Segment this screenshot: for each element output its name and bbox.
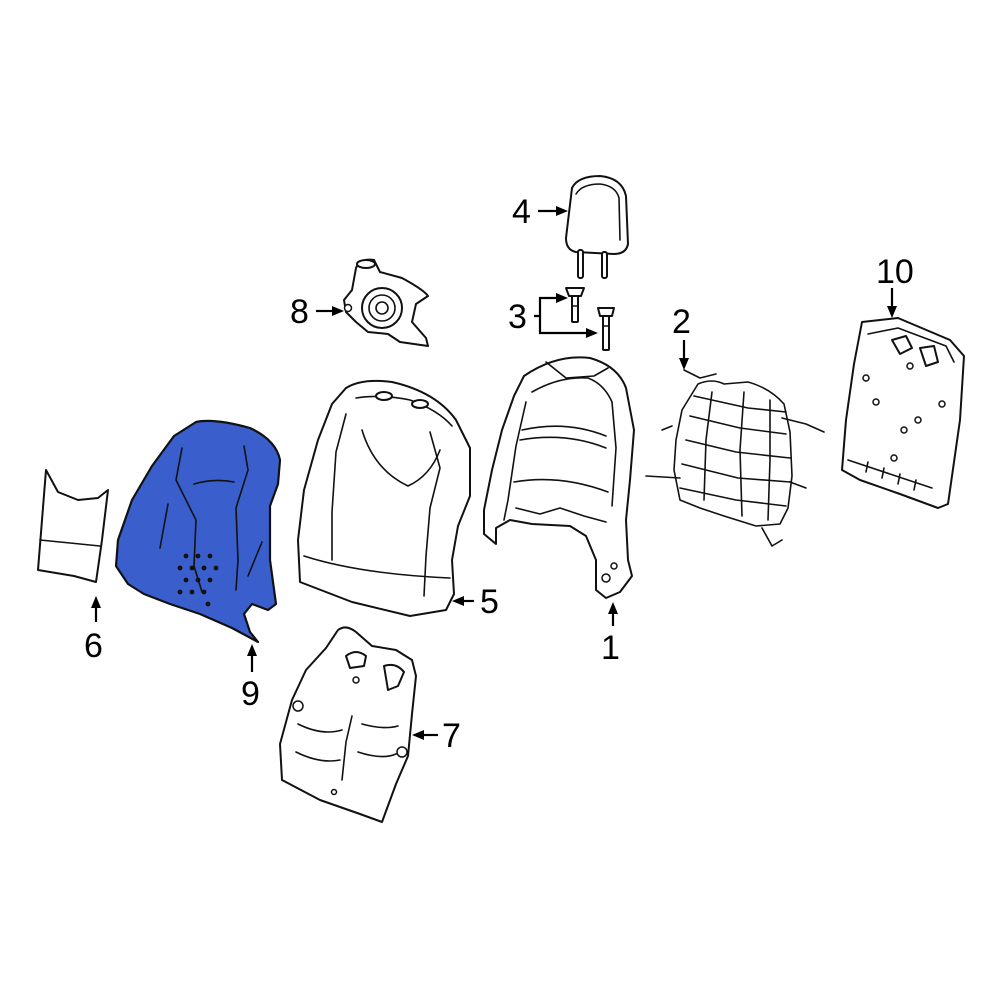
pad-perforation-dots bbox=[177, 553, 219, 607]
callout-3[interactable]: 3 bbox=[508, 298, 527, 336]
callout-1[interactable]: 1 bbox=[601, 629, 620, 667]
part-9-seat-back-pad[interactable] bbox=[114, 419, 282, 644]
part-6-side-panel[interactable] bbox=[37, 469, 109, 583]
callout-4[interactable]: 4 bbox=[512, 193, 531, 231]
leader-lines bbox=[91, 206, 897, 740]
callout-7[interactable]: 7 bbox=[442, 717, 461, 755]
part-8-recliner-mechanism[interactable] bbox=[343, 258, 429, 347]
callout-5[interactable]: 5 bbox=[480, 583, 499, 621]
part-2-spring-grid[interactable] bbox=[645, 369, 825, 547]
callout-8[interactable]: 8 bbox=[290, 293, 309, 331]
callout-9[interactable]: 9 bbox=[241, 675, 260, 713]
callout-6[interactable]: 6 bbox=[84, 627, 103, 665]
part-1-seat-back-frame[interactable] bbox=[483, 356, 635, 599]
callout-labels: 4 8 3 2 10 5 1 6 9 7 bbox=[84, 193, 914, 755]
part-10-rear-trim-board[interactable] bbox=[841, 317, 965, 509]
callout-10[interactable]: 10 bbox=[876, 253, 914, 291]
part-5-seat-back-cover[interactable] bbox=[297, 379, 471, 617]
callout-2[interactable]: 2 bbox=[672, 303, 691, 341]
part-4-headrest[interactable] bbox=[565, 175, 629, 279]
part-7-back-panel[interactable] bbox=[279, 626, 417, 823]
part-3-headrest-guides[interactable] bbox=[565, 287, 615, 351]
